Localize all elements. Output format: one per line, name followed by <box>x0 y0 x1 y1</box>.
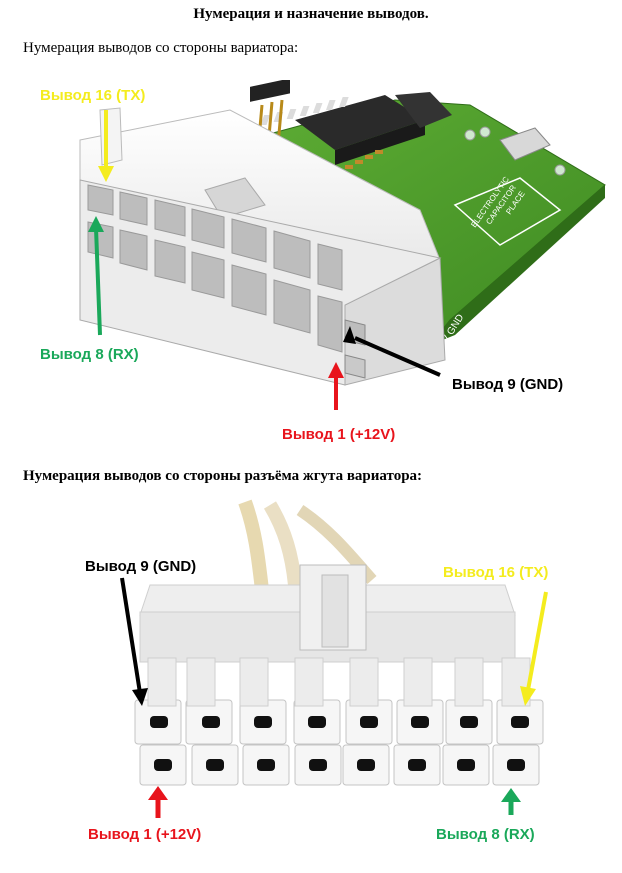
arrow2-pin9 <box>120 577 148 706</box>
arrow-pin16 <box>98 110 114 182</box>
label-pin8-rx: Вывод 8 (RX) <box>40 346 139 363</box>
chip <box>395 92 452 128</box>
arrow-pin1 <box>328 362 344 410</box>
usb-port <box>499 127 551 161</box>
arrow-pin8 <box>88 216 104 336</box>
section1-heading: Нумерация выводов со стороны вариатора: <box>23 40 299 56</box>
label-pin9-gnd: Вывод 9 (GND) <box>452 376 563 393</box>
harness-connector-figure: Вывод 9 (GND) Вывод 16 (TX) Вывод 1 (+12… <box>85 499 548 843</box>
label2-pin9-gnd: Вывод 9 (GND) <box>85 558 196 575</box>
connector-housing <box>79 107 446 386</box>
section2-heading: Нумерация выводов со стороны разъёма жгу… <box>23 468 423 484</box>
page-title: Нумерация и назначение выводов. <box>193 6 429 22</box>
label2-pin16-tx: Вывод 16 (TX) <box>443 564 548 581</box>
board-connector-figure: ELECTROLYTIC CAPACITOR PLACE +12V GND <box>40 80 606 443</box>
arrow-pin9 <box>343 326 441 377</box>
arrow2-pin8 <box>501 788 521 815</box>
label-pin1-12v: Вывод 1 (+12V) <box>282 426 395 443</box>
label2-pin8-rx: Вывод 8 (RX) <box>436 826 535 843</box>
label2-pin1-12v: Вывод 1 (+12V) <box>88 826 201 843</box>
dip-switch <box>260 95 425 165</box>
label-pin16-tx: Вывод 16 (TX) <box>40 87 145 104</box>
harness-housing <box>134 564 544 786</box>
arrow2-pin1 <box>148 786 168 818</box>
arrow2-pin16 <box>520 591 548 706</box>
